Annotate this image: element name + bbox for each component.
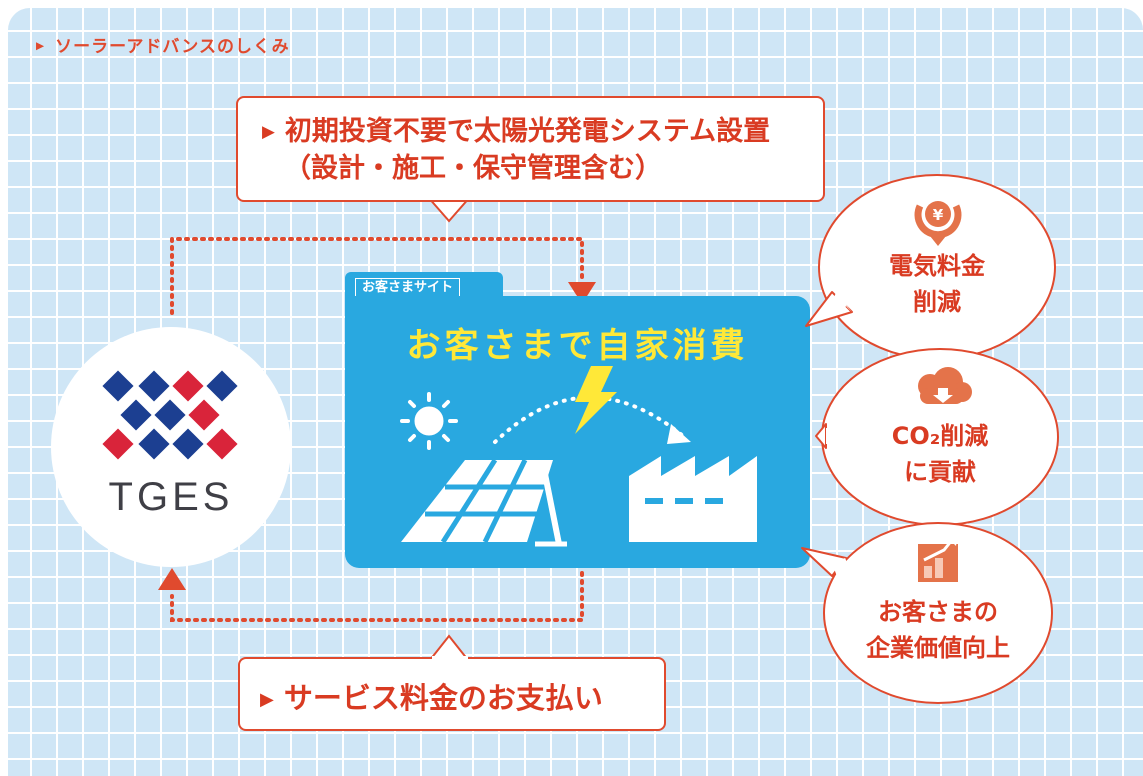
energy-flow-arc: [493, 395, 685, 444]
triangle-marker-icon: ▶: [36, 40, 46, 52]
sun-icon: [400, 392, 458, 450]
site-title: お客さまで自家消費: [406, 326, 749, 366]
bubble-value-label: お客さまの 企業価値向上: [866, 598, 1010, 662]
payment-box: ▶ サービス料金のお支払い: [238, 657, 666, 731]
arrow-up-icon: [158, 568, 186, 590]
bubble-value: [801, 522, 1053, 704]
growth-chart-icon: [918, 534, 958, 582]
triangle-marker-icon: ▶: [262, 121, 275, 141]
investment-line1: 初期投資不要で太陽光発電システム設置: [284, 116, 771, 147]
lightning-icon: [575, 366, 617, 434]
investment-line2: （設計・施工・保守管理含む）: [284, 153, 662, 184]
tges-logo-circle: TGES: [51, 327, 291, 567]
cloud-down-icon: [918, 367, 972, 404]
yen-coin-down-icon: ¥: [914, 201, 962, 246]
payment-flow-line: [170, 571, 584, 622]
tges-logo-icon: [102, 370, 238, 460]
factory-icon: [629, 456, 757, 542]
arc-arrowhead-icon: [667, 424, 691, 444]
bubble-electricity-label: 電気料金 削減: [889, 252, 985, 316]
customer-site-box: お客さまで自家消費: [345, 296, 810, 568]
triangle-marker-icon: ▶: [260, 689, 274, 710]
svg-text:¥: ¥: [933, 206, 944, 224]
investment-box: ▶ 初期投資不要で太陽光発電システム設置 （設計・施工・保守管理含む）: [236, 96, 825, 202]
tges-logo-text: TGES: [108, 475, 234, 519]
bubble-co2-label: CO₂削減 に貢献: [891, 422, 989, 486]
investment-flow-line: [170, 237, 584, 315]
header-title: ソーラーアドバンスのしくみ: [55, 37, 290, 57]
diagram-header: ▶ ソーラーアドバンスのしくみ: [36, 32, 290, 57]
payment-label: サービス料金のお支払い: [283, 681, 603, 715]
arrow-down-icon: [568, 282, 596, 304]
solar-panel-icon: [401, 458, 567, 547]
